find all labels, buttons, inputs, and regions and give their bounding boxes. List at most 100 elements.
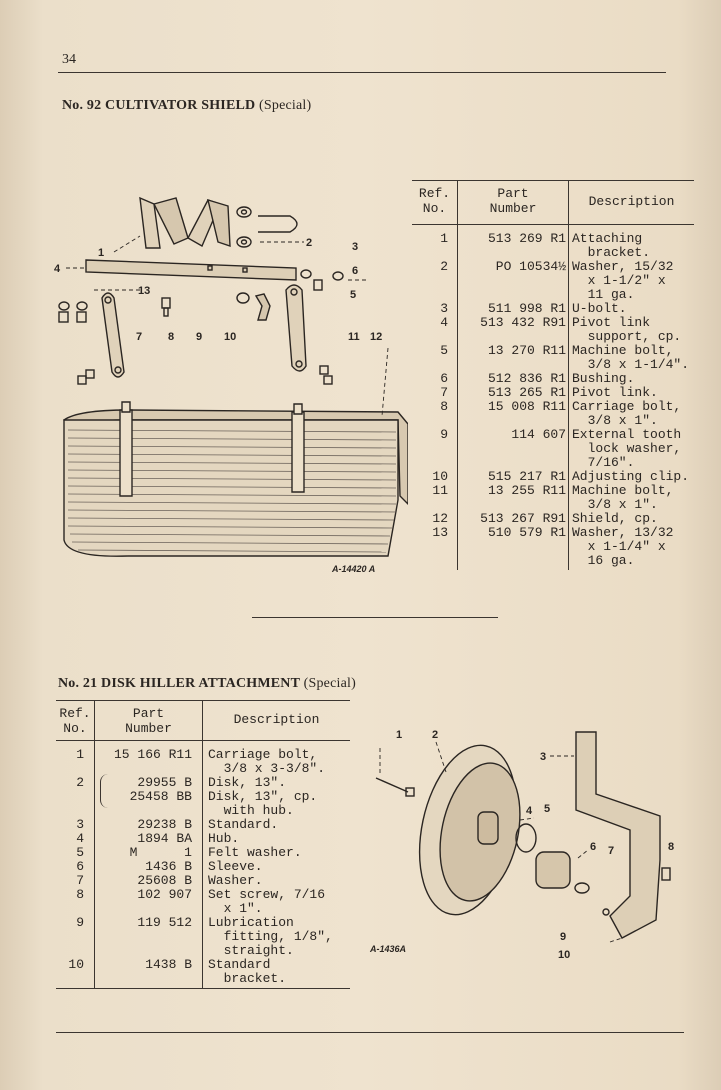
fig2-callout-3: 3 (540, 751, 546, 763)
part-description: Hub. (208, 831, 240, 846)
part-description: Disk, 13", cp. (208, 789, 318, 804)
fig1-callout-5: 5 (350, 289, 356, 301)
part-number: 13 270 R11 (487, 343, 566, 358)
fig2-callout-6: 6 (590, 841, 596, 853)
part-number: 114 607 (511, 427, 566, 442)
part-description: 3/8 x 1-1/4". (572, 357, 690, 372)
ref-number: 8 (76, 887, 84, 902)
fig2-callout-9: 9 (560, 931, 566, 943)
part-description: x 1-1/4" x (572, 539, 666, 554)
part-number: 515 217 R1 (487, 469, 566, 484)
ref-number: 2 (440, 259, 448, 274)
part-description: support, cp. (572, 329, 682, 344)
part-number: 15 166 R11 (113, 747, 192, 762)
part-description: fitting, 1/8", (208, 929, 333, 944)
part-description: U-bolt. (572, 301, 627, 316)
disk-brace (100, 774, 111, 808)
part-description: Carriage bolt, (572, 399, 682, 414)
part-number: 513 267 R91 (480, 511, 566, 526)
part-description: 3/8 x 1". (572, 497, 658, 512)
cultivator-shield-figure: 1 2 3 4 5 6 7 8 9 10 11 12 13 A-14420 A (54, 196, 408, 574)
part-number: 1438 B (145, 957, 192, 972)
part-description: bracket. (572, 245, 651, 260)
part-description: Standard. (208, 817, 279, 832)
part-description: x 1-1/2" x (572, 273, 666, 288)
ref-number: 6 (440, 371, 448, 386)
fig1-callout-2: 2 (306, 237, 312, 249)
part-description: Attaching (572, 231, 643, 246)
part-number: 1894 BA (137, 831, 192, 846)
fig1-callout-6: 6 (352, 265, 358, 277)
fig1-callout-4: 4 (54, 263, 61, 275)
part-description: Carriage bolt, (208, 747, 318, 762)
part-description: Washer, 15/32 (572, 259, 674, 274)
section1-header-desc: Description (588, 194, 675, 209)
part-number: 29238 B (137, 817, 192, 832)
fig1-callout-13: 13 (138, 285, 150, 297)
part-description: Pivot link (572, 315, 651, 330)
ref-number: 10 (68, 957, 84, 972)
part-description: straight. (208, 943, 294, 958)
fig1-id: A-14420 A (331, 564, 375, 574)
section2-title-special: (Special) (303, 676, 356, 691)
part-number: 102 907 (137, 887, 192, 902)
part-number: 513 269 R1 (487, 231, 566, 246)
part-description: Felt washer. (208, 845, 302, 860)
ref-number: 1 (440, 231, 448, 246)
part-description: x 1". (208, 901, 263, 916)
fig1-callout-11: 11 (348, 331, 360, 343)
section1-title: No. 92 CULTIVATOR SHIELD (Special) (62, 98, 311, 114)
part-description: Washer. (208, 873, 263, 888)
part-number: M 1 (129, 845, 192, 860)
part-description: lock washer, (572, 441, 682, 456)
part-description: Shield, cp. (572, 511, 658, 526)
part-number: PO 10534½ (495, 259, 566, 274)
ref-number: 10 (432, 469, 448, 484)
ref-number: 3 (440, 301, 448, 316)
part-description: 3/8 x 3-3/8". (208, 761, 326, 776)
part-number: 13 255 R11 (487, 483, 566, 498)
section1-header-ref: Ref. No. (418, 186, 451, 216)
fig2-callout-4: 4 (526, 805, 533, 817)
ref-number: 6 (76, 859, 84, 874)
part-number: 25458 BB (129, 789, 192, 804)
fig2-callout-7: 7 (608, 845, 614, 857)
fig1-callout-7: 7 (136, 331, 142, 343)
disk-hiller-figure: 1 2 3 4 5 6 7 8 9 10 A-1436A (369, 729, 674, 960)
part-number: 511 998 R1 (487, 301, 566, 316)
part-description: bracket. (208, 971, 287, 986)
part-description: Machine bolt, (572, 343, 674, 358)
fig2-callout-1: 1 (396, 729, 402, 741)
part-number: 1436 B (145, 859, 192, 874)
part-description: 11 ga. (572, 287, 635, 302)
header-rule (58, 72, 666, 73)
part-number: 25608 B (137, 873, 192, 888)
ref-number: 2 (76, 775, 84, 790)
ref-number: 13 (432, 525, 448, 540)
fig1-callout-1: 1 (98, 247, 104, 259)
part-description: Set screw, 7/16 (208, 887, 326, 902)
fig2-callout-8: 8 (668, 841, 674, 853)
section1-header-part: Part Number (489, 186, 537, 216)
ref-number: 12 (432, 511, 448, 526)
section2-title-main: No. 21 DISK HILLER ATTACHMENT (58, 676, 300, 691)
section1-title-main: No. 92 CULTIVATOR SHIELD (62, 98, 256, 113)
section2-title: No. 21 DISK HILLER ATTACHMENT (Special) (58, 676, 356, 692)
part-description: Standard (208, 957, 271, 972)
ref-number: 3 (76, 817, 84, 832)
fig2-callout-5: 5 (544, 803, 550, 815)
ref-number: 5 (440, 343, 448, 358)
part-number: 119 512 (137, 915, 192, 930)
part-description: 3/8 x 1". (572, 413, 658, 428)
part-number: 513 432 R91 (480, 315, 566, 330)
fig2-callout-2: 2 (432, 729, 438, 741)
section-divider (252, 617, 498, 618)
part-description: 16 ga. (572, 553, 635, 568)
ref-number: 4 (76, 831, 84, 846)
part-description: Lubrication (208, 915, 294, 930)
fig1-callout-9: 9 (196, 331, 202, 343)
ref-number: 5 (76, 845, 84, 860)
